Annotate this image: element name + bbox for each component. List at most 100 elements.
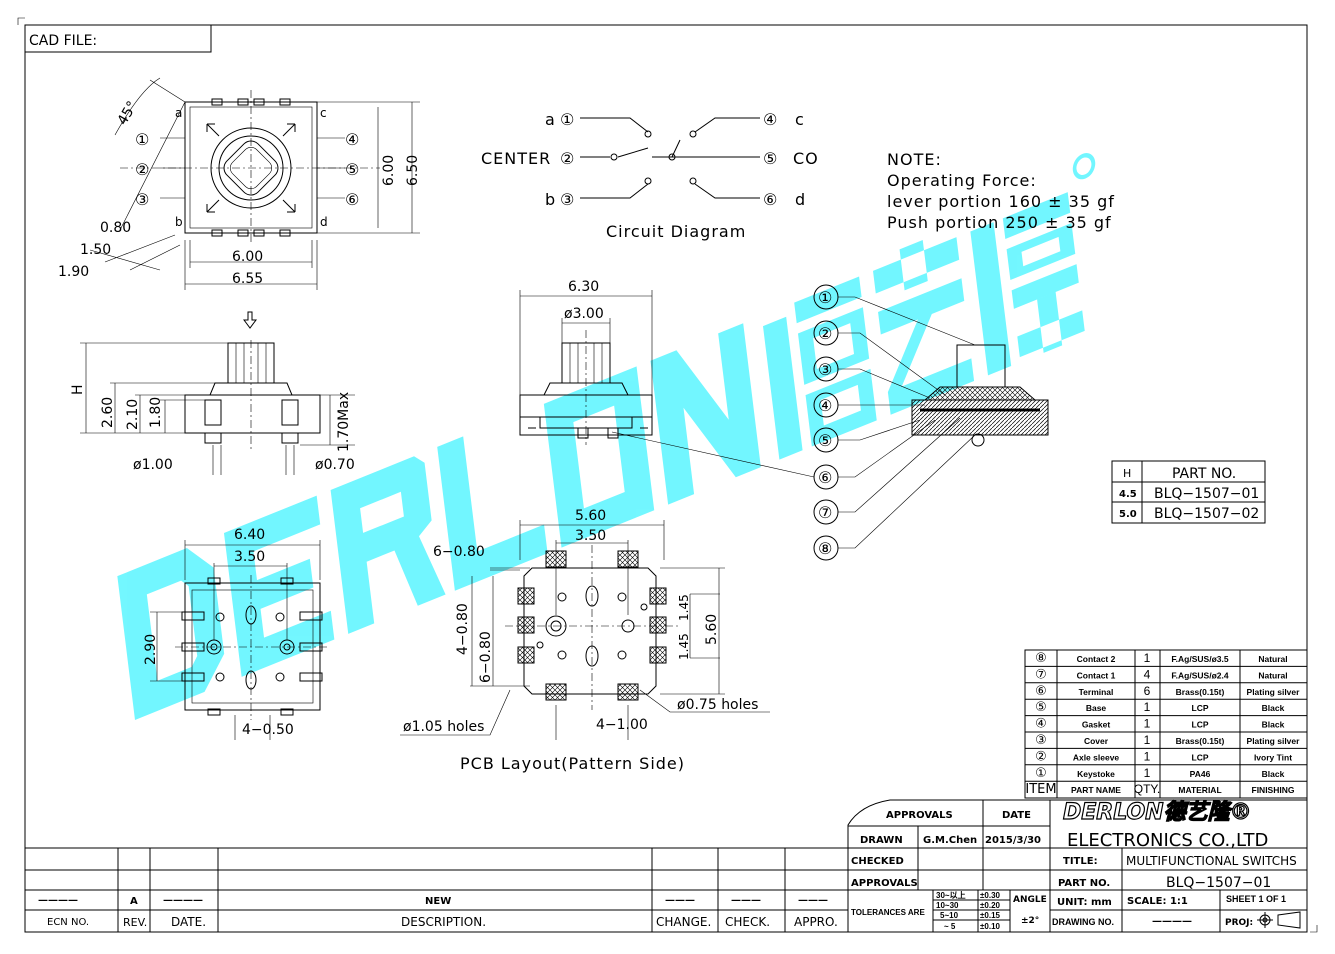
circuit-label-d: d xyxy=(795,190,806,209)
circuit-diagram: a CENTER b c CO d ① ② ③ ④ ⑤ ⑥ Circuit Di… xyxy=(481,110,818,241)
circuit-pin-1: ① xyxy=(560,110,575,129)
part-table-h-value: 4.5 xyxy=(1119,489,1137,500)
rev-letter: A xyxy=(130,896,138,907)
pin-6: ⑥ xyxy=(345,190,360,209)
drawing-title: MULTIFUNCTIONAL SWITCHS xyxy=(1126,854,1297,868)
balloon-2: ② xyxy=(818,324,833,343)
dim-h: H xyxy=(70,384,86,395)
bom-cell: Plating silver xyxy=(1247,736,1301,746)
pin-1: ① xyxy=(135,130,150,149)
watermark-glyph-de xyxy=(762,276,877,460)
balloon-7: ⑦ xyxy=(818,503,833,522)
header-change: CHANGE. xyxy=(656,915,711,929)
bom-cell: Gasket xyxy=(1082,720,1111,730)
dim-pcb-560: 5.60 xyxy=(575,508,606,524)
corner-c: c xyxy=(320,106,327,120)
watermark-letter-o xyxy=(543,366,655,548)
circuit-pin-2: ② xyxy=(560,149,575,168)
tol-range: 10~30 xyxy=(936,901,959,910)
bom-cell: Axle sleeve xyxy=(1073,752,1120,762)
tol-range: 30~以上 xyxy=(936,890,966,900)
company-name: ELECTRONICS CO.,LTD xyxy=(1067,830,1268,851)
corner-a: a xyxy=(175,106,182,120)
bom-cell: Natural xyxy=(1258,654,1287,664)
dim-width-outer: 6.55 xyxy=(232,271,263,287)
tol-value: ±0.30 xyxy=(980,891,1001,900)
dim-pcb-560-v: 5.60 xyxy=(704,614,720,645)
bom-header: PART NAME xyxy=(1071,785,1121,795)
front-view: 6.30 ø3.00 xyxy=(519,279,653,445)
dim-080: 0.80 xyxy=(100,220,131,236)
pcb-title: PCB Layout(Pattern Side) xyxy=(460,754,685,773)
part-no-value: BLQ−1507−01 xyxy=(1166,875,1271,891)
bom-cell: Keystoke xyxy=(1077,769,1115,779)
bom-cell: ⑧ xyxy=(1035,651,1047,666)
bom-header: MATERIAL xyxy=(1178,785,1221,795)
bom-cell: 1 xyxy=(1144,651,1151,665)
bom-cell: ⑦ xyxy=(1035,667,1047,682)
circuit-pin-3: ③ xyxy=(560,190,575,209)
circuit-pin-4: ④ xyxy=(763,110,778,129)
circuit-label-c: c xyxy=(795,110,805,129)
dim-pcb-holes-075: ø0.75 holes xyxy=(677,697,758,713)
part-table-part-no: BLQ−1507−02 xyxy=(1154,506,1259,522)
note: NOTE: Operating Force: lever portion 160… xyxy=(887,150,1114,232)
bom-cell: ① xyxy=(1035,766,1047,781)
drawing-no-label: DRAWING NO. xyxy=(1052,917,1114,927)
drawing-no-value: ———— xyxy=(1152,916,1192,927)
cad-file-label: CAD FILE: xyxy=(29,33,97,49)
drawn-label: DRAWN xyxy=(860,835,903,846)
date-header: DATE xyxy=(1002,810,1031,821)
rev-ecn: ———— xyxy=(38,895,78,906)
dim-180: 1.80 xyxy=(148,397,164,428)
watermark-letter-d xyxy=(117,548,225,720)
bom-cell: ⑤ xyxy=(1035,700,1047,715)
watermark-letter-n xyxy=(650,323,761,505)
tol-value: ±0.10 xyxy=(980,922,1001,931)
dim-height-outer: 6.50 xyxy=(405,155,421,186)
circuit-label-center: CENTER xyxy=(481,149,551,168)
note-line: Push portion 250 ± 35 gf xyxy=(887,213,1112,232)
bom-header: ITEM xyxy=(1025,782,1056,797)
bom-header: FINISHING xyxy=(1252,785,1295,795)
dim-height-inner: 6.00 xyxy=(381,155,397,186)
angle-dim: 45° xyxy=(115,98,141,128)
bom-cell: Ivory Tint xyxy=(1254,752,1292,762)
bom-cell: Black xyxy=(1262,720,1285,730)
unit: UNIT: mm xyxy=(1057,897,1112,908)
corner-marks xyxy=(17,17,1318,933)
balloons: ① ② ③ ④ ⑤ ⑥ ⑦ ⑧ xyxy=(611,284,976,561)
revision-table: ———— A ———— NEW ——— ——— ——— ECN NO. REV.… xyxy=(25,847,848,932)
part-number-table: H PART NO. 4.5 BLQ−1507−01 5.0 BLQ−1507−… xyxy=(1111,460,1266,524)
bom-cell: 1 xyxy=(1144,749,1151,763)
dim-width-inner: 6.00 xyxy=(232,249,263,265)
dim-pcb-350: 3.50 xyxy=(575,528,606,544)
bom-cell: ⑥ xyxy=(1035,684,1047,699)
bom-cell: Black xyxy=(1262,769,1285,779)
pin-5: ⑤ xyxy=(345,160,360,179)
part-table-part-no: BLQ−1507−01 xyxy=(1154,486,1259,502)
dim-640: 6.40 xyxy=(234,527,265,543)
dim-190: 1.90 xyxy=(58,264,89,280)
bom-cell: 1 xyxy=(1144,766,1151,780)
tol-range: ~ 5 xyxy=(944,922,956,931)
bom-cell: 6 xyxy=(1144,684,1151,698)
part-table-header-h: H xyxy=(1123,467,1131,480)
header-description: DESCRIPTION. xyxy=(401,915,486,929)
dim-210: 2.10 xyxy=(125,399,141,430)
bom-cell: F.Ag/SUS/ø2.4 xyxy=(1171,670,1228,680)
dim-150: 1.50 xyxy=(80,242,111,258)
bom-cell: Contact 1 xyxy=(1077,670,1116,680)
tolerances-label: TOLERANCES ARE xyxy=(851,908,925,917)
bom-cell: 1 xyxy=(1144,733,1151,747)
approvals-label: APPROVALS xyxy=(851,878,918,889)
corner-b: b xyxy=(175,215,183,229)
proj-label: PROJ: xyxy=(1225,918,1253,928)
approvals-header: APPROVALS xyxy=(886,810,953,821)
watermark-letter-e xyxy=(223,495,335,677)
company-logo: DERLON德艺隆® xyxy=(1063,800,1252,825)
circuit-pin-6: ⑥ xyxy=(763,190,778,209)
part-no-label: PART NO. xyxy=(1058,878,1110,889)
dim-pcb-6-080: 6−0.80 xyxy=(433,544,485,560)
balloon-4: ④ xyxy=(818,396,833,415)
